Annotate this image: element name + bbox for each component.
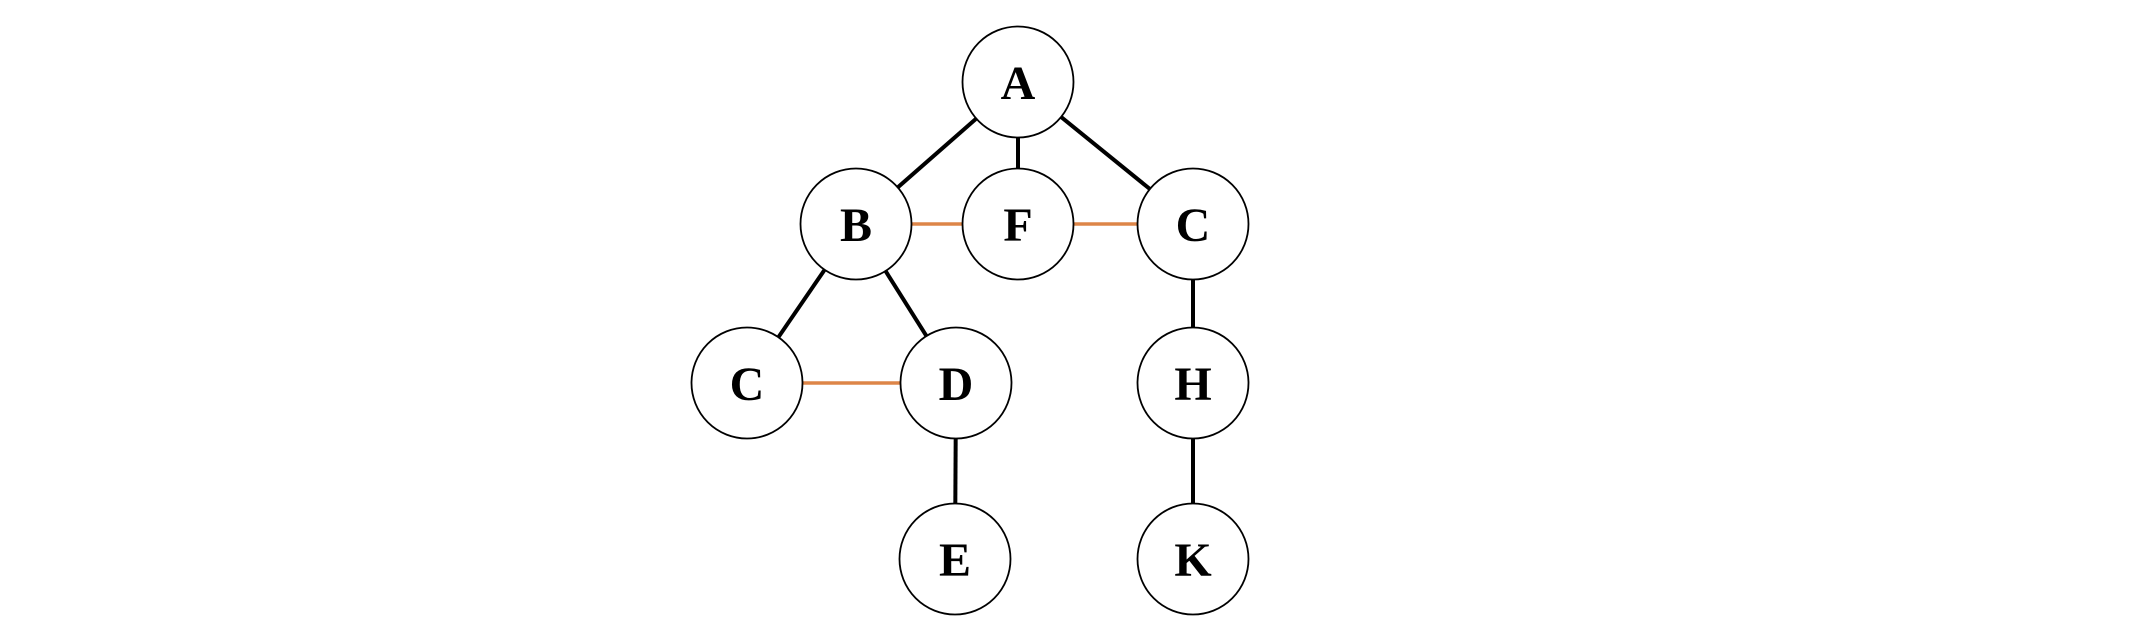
node-circle-D [899, 326, 1013, 440]
node-label-D: D [939, 358, 974, 411]
node-circle-K [1136, 502, 1250, 616]
node-label-A: A [1001, 57, 1036, 110]
node-circle-F [961, 167, 1075, 281]
node-circle-B [799, 167, 913, 281]
node-H: H [1136, 326, 1250, 440]
node-circle-C2 [690, 326, 804, 440]
node-F: F [961, 167, 1075, 281]
node-circle-E [898, 502, 1012, 616]
node-label-C2: C [730, 358, 765, 411]
node-C2: C [690, 326, 804, 440]
node-label-K: K [1174, 534, 1211, 587]
node-label-B: B [840, 199, 872, 252]
node-label-H: H [1174, 358, 1211, 411]
node-E: E [898, 502, 1012, 616]
node-label-C1: C [1176, 199, 1211, 252]
nodes-layer: A B F C C D H E K [690, 25, 1250, 616]
edges-layer [745, 80, 1195, 560]
node-C1: C [1136, 167, 1250, 281]
node-circle-C1 [1136, 167, 1250, 281]
node-circle-A [961, 25, 1075, 139]
node-K: K [1136, 502, 1250, 616]
node-label-E: E [939, 534, 971, 587]
node-label-F: F [1003, 199, 1032, 252]
node-D: D [899, 326, 1013, 440]
node-circle-H [1136, 326, 1250, 440]
node-A: A [961, 25, 1075, 139]
node-B: B [799, 167, 913, 281]
